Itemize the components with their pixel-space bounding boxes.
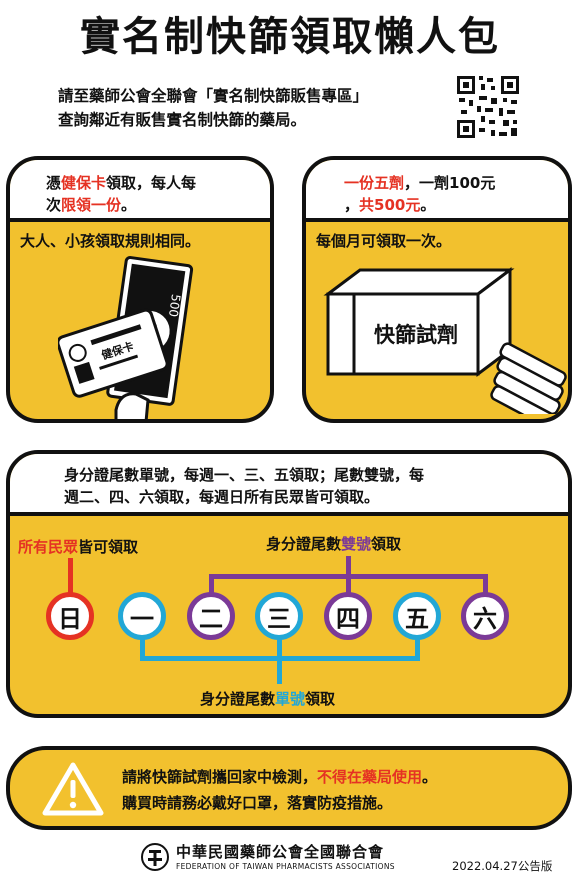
day-tuesday: 二 bbox=[187, 592, 235, 640]
page-title: 實名制快篩領取懶人包 bbox=[80, 14, 500, 60]
intro-line-2: 查詢鄰近有販售實名制快篩的藥局。 bbox=[58, 111, 307, 129]
warning-text: 請將快篩試劑攜回家中檢測，不得在藥局使用。 購買時請務必戴好口罩，落實防疫措施。 bbox=[122, 768, 438, 812]
card-warning: 請將快篩試劑攜回家中檢測，不得在藥局使用。 購買時請務必戴好口罩，落實防疫措施。 bbox=[6, 746, 572, 830]
warning-triangle-icon bbox=[42, 762, 104, 816]
test-kit-box-illustration: 快篩試劑 bbox=[323, 267, 567, 414]
day-sunday: 日 bbox=[46, 592, 94, 640]
odd-connector-left bbox=[140, 636, 145, 660]
day-friday: 五 bbox=[393, 592, 441, 640]
day-saturday: 六 bbox=[461, 592, 509, 640]
org-name-zh: 中華民國藥師公會全國聯合會 bbox=[176, 843, 385, 861]
card-test-kit: 一份五劑，一劑100元 ，共500元。 每個月可領取一次。 快篩試劑 bbox=[302, 156, 572, 423]
day-thursday: 四 bbox=[324, 592, 372, 640]
right-card-body: 每個月可領取一次。 bbox=[316, 232, 452, 250]
pharmacists-association-logo-icon bbox=[141, 843, 169, 871]
even-number-label: 身分證尾數雙號領取 bbox=[266, 535, 402, 553]
intro-line-1: 請至藥師公會全聯會「實名制快篩販售專區」 bbox=[58, 87, 369, 105]
left-card-body: 大人、小孩領取規則相同。 bbox=[20, 232, 201, 250]
right-card-rule: 一份五劑，一劑100元 ，共500元。 bbox=[344, 174, 496, 214]
odd-number-label: 身分證尾數單號領取 bbox=[200, 690, 336, 708]
test-kit-box-label: 快篩試劑 bbox=[374, 323, 458, 347]
announcement-date: 2022.04.27公告版 bbox=[452, 859, 553, 873]
schedule-rule: 身分證尾數單號，每週一、三、五領取；尾數雙號，每 週二、四、六領取，每週日所有民… bbox=[64, 466, 425, 506]
even-connector-stem bbox=[346, 556, 351, 576]
even-connector-left bbox=[209, 574, 214, 596]
bill-value-text: 500 bbox=[166, 293, 183, 318]
intro-text: 請至藥師公會全聯會「實名制快篩販售專區」 查詢鄰近有販售實名制快篩的藥局。 bbox=[58, 84, 368, 132]
card-schedule: 身分證尾數單號，每週一、三、五領取；尾數雙號，每 週二、四、六領取，每週日所有民… bbox=[6, 450, 572, 718]
even-connector-mid bbox=[346, 574, 351, 596]
sunday-connector bbox=[68, 558, 73, 594]
health-card-and-money-illustration: $ 500 健保卡 bbox=[58, 256, 194, 419]
odd-connector-right bbox=[415, 636, 420, 660]
day-monday: 一 bbox=[118, 592, 166, 640]
odd-connector-mid bbox=[277, 636, 282, 660]
odd-connector-stem bbox=[277, 656, 282, 684]
qr-code-icon[interactable] bbox=[455, 74, 521, 140]
even-connector-right bbox=[483, 574, 488, 596]
left-card-rule: 憑健保卡領取，每人每 次限領一份。 bbox=[46, 174, 197, 214]
card-health-insurance: 憑健保卡領取，每人每 次限領一份。 大人、小孩領取規則相同。 $ 500 健保卡 bbox=[6, 156, 274, 423]
test-strips-icon bbox=[490, 342, 567, 414]
all-people-label: 所有民眾皆可領取 bbox=[18, 538, 139, 556]
org-name-en: FEDERATION OF TAIWAN PHARMACISTS ASSOCIA… bbox=[176, 862, 395, 871]
day-wednesday: 三 bbox=[255, 592, 303, 640]
